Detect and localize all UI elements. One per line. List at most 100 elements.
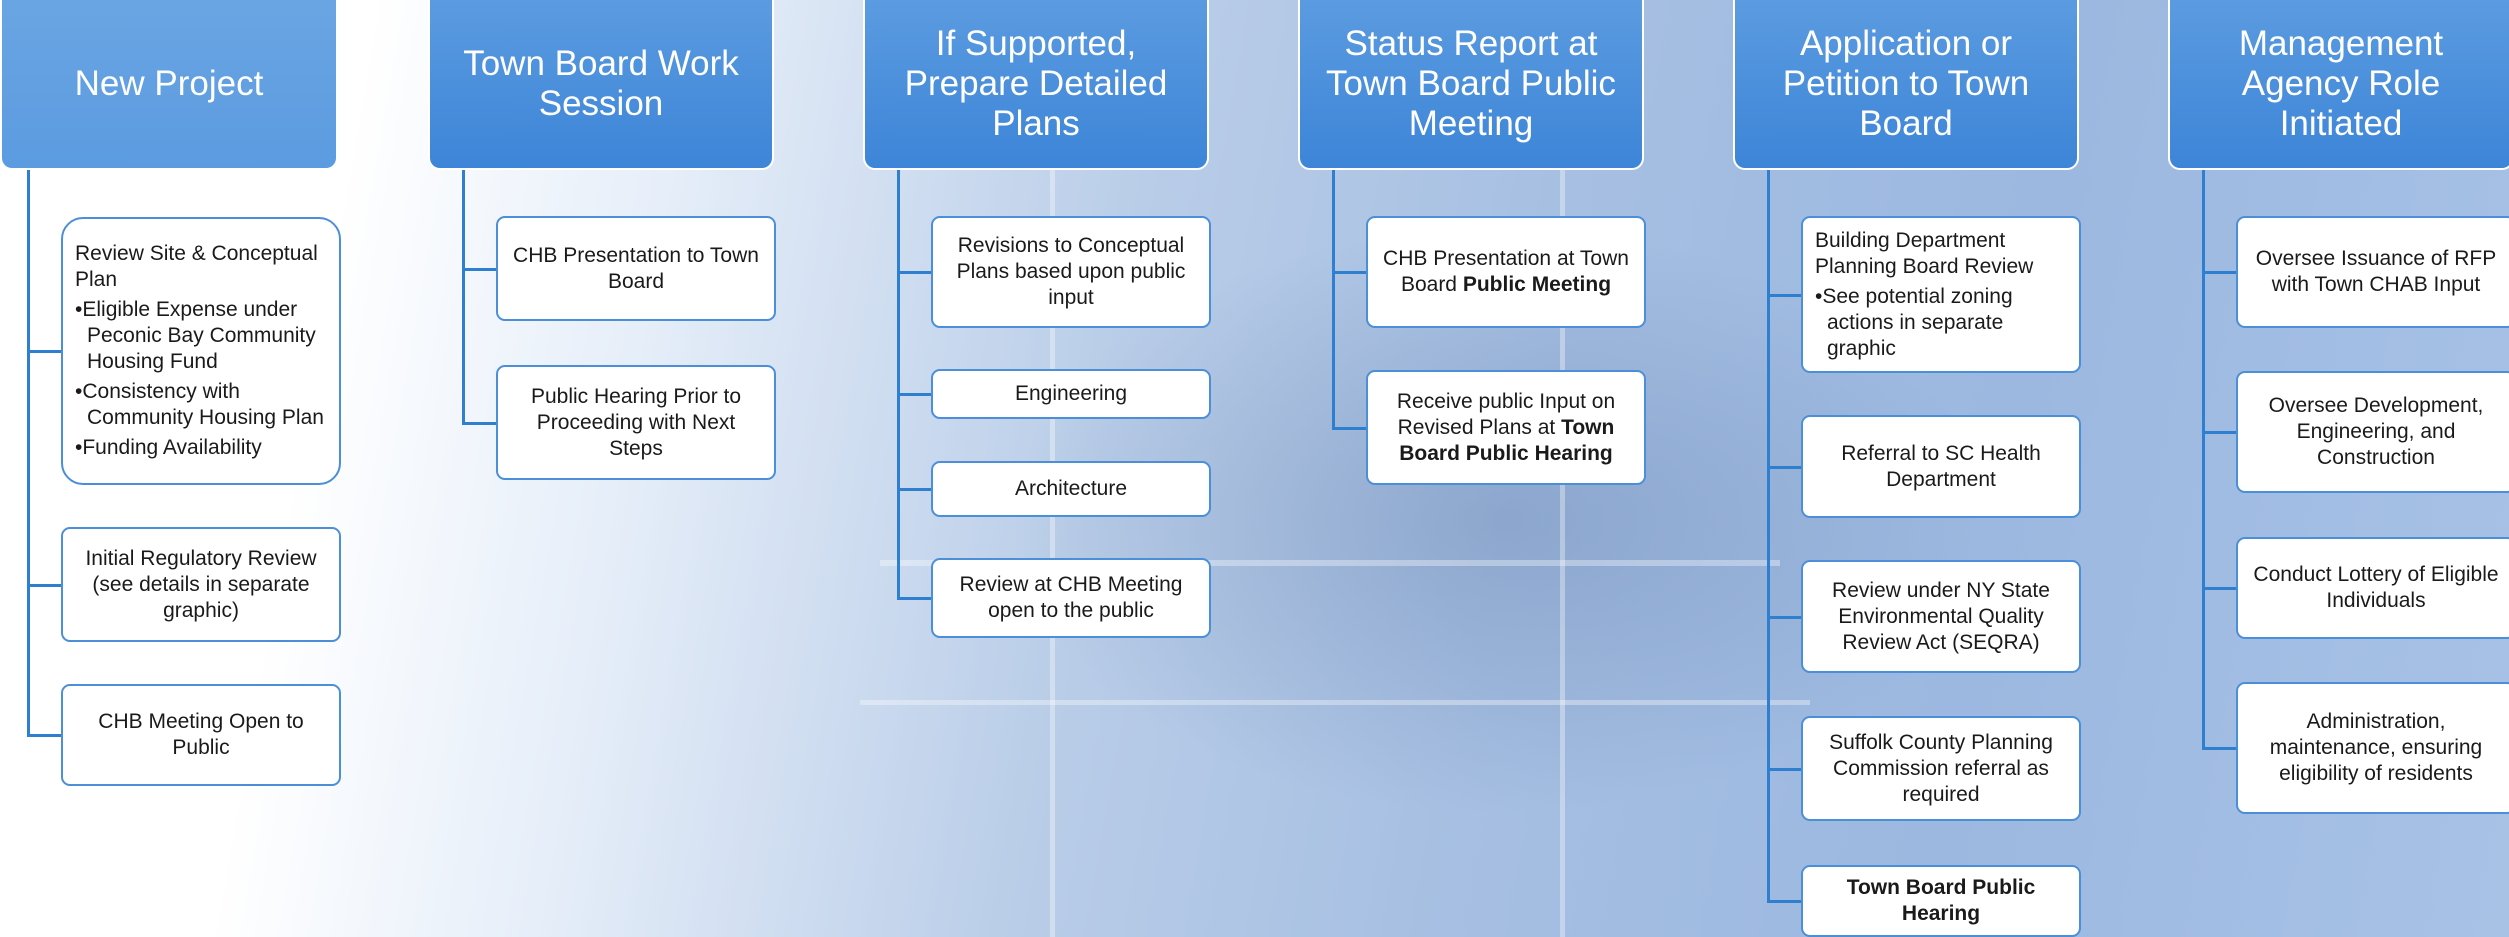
connector-branch xyxy=(27,350,61,353)
step-text-regular: CHB Presentation at Town Board xyxy=(1383,247,1629,296)
step-text-emphasis: Public Meeting xyxy=(1462,273,1612,296)
connector-branch xyxy=(1767,293,1801,297)
connector-vertical xyxy=(2202,170,2205,750)
step-text: Administration, maintenance, ensuring el… xyxy=(2250,709,2502,787)
connector-branch xyxy=(27,583,61,587)
connector-branch xyxy=(1767,615,1801,619)
step-text-regular: CHB Meeting Open to Public xyxy=(98,710,304,759)
column-title: Application or Petition to Town Board xyxy=(1782,24,2030,143)
step-text: Review under NY State Environmental Qual… xyxy=(1815,578,2067,656)
house-railing-top xyxy=(880,560,1780,566)
connector-branch xyxy=(897,597,931,600)
house-railing-bottom xyxy=(860,700,1810,705)
step-box: CHB Meeting Open to Public xyxy=(61,684,341,786)
step-heading: Review Site & Conceptual Plan xyxy=(75,242,318,291)
step-text-regular: Oversee Issuance of RFP with Town CHAB I… xyxy=(2255,247,2497,296)
step-text: Review at CHB Meeting open to the public xyxy=(945,572,1197,624)
step-bullet: •Eligible Expense under Peconic Bay Comm… xyxy=(75,298,316,373)
step-box: Initial Regulatory Review (see details i… xyxy=(61,527,341,642)
step-box: Administration, maintenance, ensuring el… xyxy=(2236,682,2509,814)
connector-branch xyxy=(462,267,496,271)
step-box: Public Hearing Prior to Proceeding with … xyxy=(496,365,776,480)
step-text-regular: Oversee Development, Engineering, and Co… xyxy=(2268,394,2484,469)
connector-branch xyxy=(897,271,931,274)
step-text: CHB Meeting Open to Public xyxy=(75,709,327,761)
column-title: If Supported, Prepare Detailed Plans xyxy=(904,24,1168,143)
step-text-regular: Engineering xyxy=(1014,382,1128,405)
step-text: Receive public Input on Revised Plans at… xyxy=(1380,389,1632,467)
step-bullet: •Funding Availability xyxy=(75,436,262,459)
connector-branch xyxy=(2202,271,2236,274)
step-text: CHB Presentation at Town Board Public Me… xyxy=(1380,246,1632,298)
step-text: Public Hearing Prior to Proceeding with … xyxy=(510,384,762,462)
step-text-regular: Architecture xyxy=(1014,477,1128,500)
connector-branch xyxy=(897,393,931,396)
step-box: Town Board Public Hearing xyxy=(1801,865,2081,937)
step-text: Town Board Public Hearing xyxy=(1815,875,2067,927)
connector-branch xyxy=(2202,747,2236,750)
connector-vertical xyxy=(27,170,30,737)
step-box: Suffolk County Planning Commission refer… xyxy=(1801,716,2081,821)
column-header-4: Status Report at Town Board Public Meeti… xyxy=(1298,0,1644,170)
connector-vertical xyxy=(1767,170,1770,903)
step-box: Engineering xyxy=(931,369,1211,419)
column-title: Status Report at Town Board Public Meeti… xyxy=(1326,24,1616,143)
column-title: Management Agency Role Initiated xyxy=(2238,24,2444,143)
connector-branch xyxy=(897,488,931,491)
step-text-regular: Review under NY State Environmental Qual… xyxy=(1832,578,2050,654)
step-text-regular: Administration, maintenance, ensuring el… xyxy=(2269,710,2483,785)
step-heading: Planning Board Review xyxy=(1815,254,2034,278)
connector-branch xyxy=(2202,587,2236,590)
step-text: Conduct Lottery of Eligible Individuals xyxy=(2250,562,2502,614)
column-title: Town Board Work Session xyxy=(463,44,739,123)
connector-branch xyxy=(462,421,496,425)
column-header-1: New Project xyxy=(0,0,338,170)
step-text-emphasis: Town Board Public Hearing xyxy=(1399,415,1615,465)
step-text-regular: Review at CHB Meeting open to the public xyxy=(959,573,1183,622)
step-text-regular: Public Hearing Prior to Proceeding with … xyxy=(530,384,742,460)
step-text-regular: Initial Regulatory Review (see details i… xyxy=(85,546,317,622)
step-text: Oversee Development, Engineering, and Co… xyxy=(2250,393,2502,471)
connector-branch xyxy=(1767,900,1801,903)
step-box: CHB Presentation at Town Board Public Me… xyxy=(1366,216,1646,328)
connector-vertical xyxy=(462,170,465,425)
step-text-regular: Suffolk County Planning Commission refer… xyxy=(1829,730,2053,806)
step-text: Oversee Issuance of RFP with Town CHAB I… xyxy=(2250,246,2502,298)
step-box: Referral to SC Health Department xyxy=(1801,415,2081,518)
connector-branch xyxy=(1332,271,1366,274)
step-box: Review under NY State Environmental Qual… xyxy=(1801,560,2081,673)
step-text: Referral to SC Health Department xyxy=(1815,441,2067,493)
step-box: Receive public Input on Revised Plans at… xyxy=(1366,370,1646,485)
step-box: Conduct Lottery of Eligible Individuals xyxy=(2236,537,2509,639)
step-text: Engineering xyxy=(1015,381,1127,407)
step-box: CHB Presentation to Town Board xyxy=(496,216,776,321)
step-text-regular: Referral to SC Health Department xyxy=(1841,441,2041,491)
step-text: Architecture xyxy=(1015,476,1127,502)
step-heading: Building Department xyxy=(1815,228,2006,252)
step-text-regular: Conduct Lottery of Eligible Individuals xyxy=(2253,563,2499,612)
step-box: Revisions to Conceptual Plans based upon… xyxy=(931,216,1211,328)
step-bullet: •Consistency with Community Housing Plan xyxy=(75,380,324,429)
connector-branch xyxy=(27,734,61,737)
step-box: Review Site & Conceptual Plan •Eligible E… xyxy=(61,217,341,485)
connector-branch xyxy=(1767,767,1801,771)
step-text-regular: CHB Presentation to Town Board xyxy=(513,243,759,293)
step-text-regular: Receive public Input on Revised Plans at xyxy=(1396,389,1616,439)
column-header-6: Management Agency Role Initiated xyxy=(2168,0,2509,170)
connector-branch xyxy=(2202,431,2236,434)
step-bullet: •See potential zoning actions in separat… xyxy=(1815,284,2013,360)
step-box: Oversee Issuance of RFP with Town CHAB I… xyxy=(2236,216,2509,328)
step-text: Initial Regulatory Review (see details i… xyxy=(75,546,327,624)
step-box: Architecture xyxy=(931,461,1211,517)
step-text: Suffolk County Planning Commission refer… xyxy=(1815,730,2067,808)
column-title: New Project xyxy=(74,64,264,103)
column-header-2: Town Board Work Session xyxy=(428,0,774,170)
step-text: CHB Presentation to Town Board xyxy=(510,243,762,295)
step-text-emphasis: Town Board Public Hearing xyxy=(1846,876,2036,925)
step-box: Review at CHB Meeting open to the public xyxy=(931,558,1211,638)
step-box: Oversee Development, Engineering, and Co… xyxy=(2236,371,2509,493)
step-text: Revisions to Conceptual Plans based upon… xyxy=(945,233,1197,311)
step-text-regular: Revisions to Conceptual Plans based upon… xyxy=(956,234,1186,309)
